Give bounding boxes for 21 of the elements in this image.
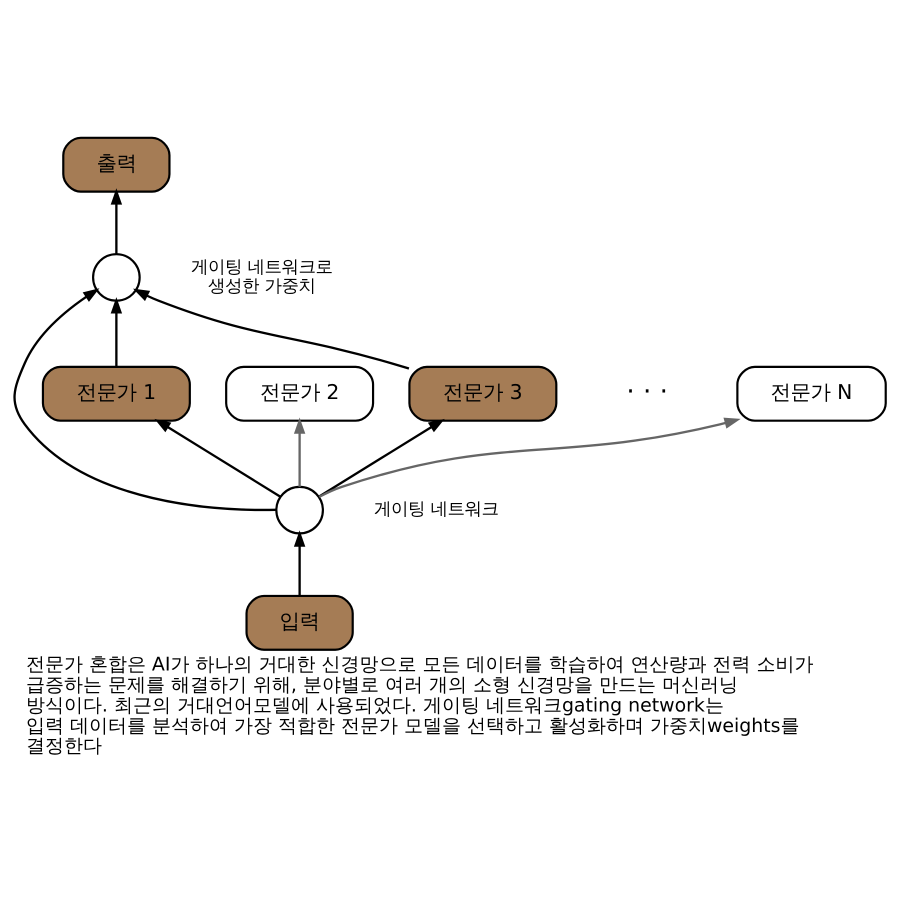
node-circle <box>92 252 141 302</box>
arrow <box>132 288 410 370</box>
node-label: 게이팅 네트워크 <box>374 499 499 520</box>
arrow <box>110 188 122 254</box>
arrow <box>110 296 122 366</box>
arrow <box>318 418 445 498</box>
caption: 전문가 혼합은 AI가 하나의 거대한 신경망으로 모든 데이터를 학습하여 연산량과 전력 소비가 급증하는 문제를 해결하기 위해, 분야별로 여러 개의 소형 신경망을 만드는 머신러닝 방식이다. 최근의 거대언어모델에 사용되었다. 게이팅 네트워크gating network는 입력 데이터를 분석하여 가장 적합한 전문가 모델을 선택하고 활성화하며 가중치weights를 결정한다 <box>26 653 814 757</box>
node-box: 전문가 3 <box>408 365 558 422</box>
arrow <box>154 418 281 498</box>
arrow <box>294 416 306 486</box>
node-box: 전문가 N <box>736 365 887 422</box>
node-circle <box>275 485 324 534</box>
arrow <box>13 288 276 511</box>
arrow <box>294 530 306 596</box>
node-label: 게이팅 네트워크로 생성한 가중치 <box>191 256 333 296</box>
node-box: 전문가 2 <box>225 365 374 422</box>
node-box: 입력 <box>245 594 354 650</box>
node-box: 출력 <box>62 136 171 192</box>
node-box: 전문가 1 <box>42 365 191 422</box>
arrow <box>318 417 741 498</box>
label: · · · <box>626 376 668 407</box>
